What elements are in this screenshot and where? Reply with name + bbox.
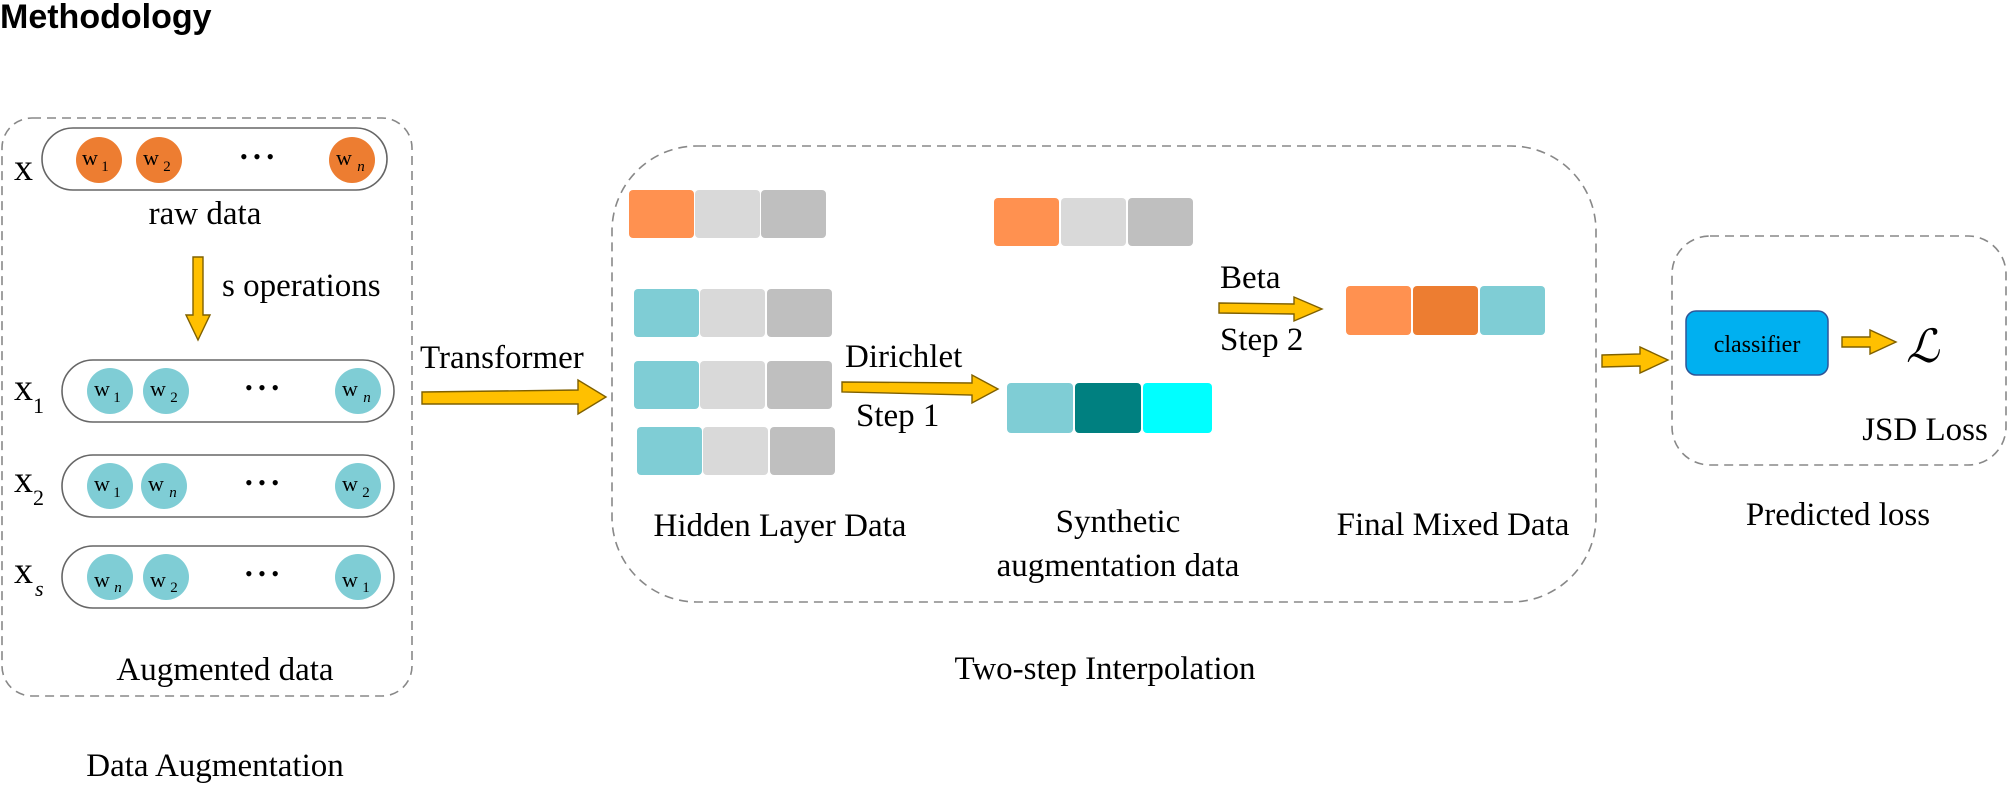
svg-text:2: 2 [163, 159, 171, 175]
svg-text:s: s [35, 576, 44, 601]
classifier-label: classifier [1714, 332, 1801, 358]
synthetic-caption-line1: Synthetic [1056, 504, 1181, 540]
augmented-row-s: x s w n w 2 • • • w 1 [14, 545, 395, 609]
step1-arrow [841, 373, 1000, 405]
final-mixed-caption: Final Mixed Data [1337, 507, 1570, 543]
svg-text:w: w [342, 471, 358, 496]
svg-text:n: n [114, 580, 122, 596]
svg-text:w: w [143, 145, 159, 170]
loss-symbol: ℒ [1906, 321, 1940, 372]
augmented-data-caption: Augmented data [116, 652, 334, 688]
svg-text:1: 1 [33, 393, 44, 418]
raw-sequence-pill [41, 127, 388, 191]
raw-token-n: w n [329, 137, 375, 183]
svg-text:w: w [82, 145, 98, 170]
svg-text:1: 1 [113, 485, 121, 501]
svg-text:1: 1 [113, 390, 121, 406]
dirichlet-label: Dirichlet [845, 339, 962, 375]
raw-token-2: w 2 [136, 137, 182, 183]
step2-label: Step 2 [1220, 322, 1303, 358]
svg-text:w: w [148, 471, 164, 496]
svg-text:w: w [342, 567, 358, 592]
svg-text:w: w [150, 567, 166, 592]
final-mixed-blocks [1346, 286, 1545, 335]
svg-text:w: w [342, 376, 358, 401]
classifier-to-loss-arrow [1841, 328, 1898, 356]
predicted-loss-caption: Predicted loss [1746, 497, 1930, 533]
svg-text:2: 2 [33, 485, 44, 510]
raw-row-label: x [14, 147, 33, 189]
step2-arrow [1218, 295, 1324, 323]
operations-label: s operations [222, 268, 381, 304]
svg-text:n: n [169, 485, 177, 501]
data-augmentation-caption: Data Augmentation [86, 748, 344, 784]
svg-text:2: 2 [170, 580, 178, 596]
svg-text:x: x [14, 459, 33, 501]
augmented-row-1: x 1 w 1 w 2 • • • w n [14, 359, 395, 423]
svg-text:w: w [336, 145, 352, 170]
svg-text:x: x [14, 367, 33, 409]
hidden-layer-blocks [629, 190, 835, 475]
beta-label: Beta [1220, 260, 1281, 296]
page-title: Methodology [0, 0, 212, 36]
synthetic-mixed-blocks [1007, 383, 1212, 433]
raw-data-caption: raw data [149, 196, 262, 232]
synthetic-top-blocks [994, 198, 1193, 246]
svg-text:• • •: • • • [245, 375, 279, 400]
svg-text:n: n [357, 159, 365, 175]
synthetic-caption-line2: augmentation data [997, 548, 1240, 584]
svg-text:x: x [14, 550, 33, 592]
svg-text:w: w [94, 567, 110, 592]
svg-text:n: n [363, 390, 371, 406]
two-step-interpolation-caption: Two-step Interpolation [954, 651, 1255, 687]
svg-text:2: 2 [170, 390, 178, 406]
augmented-row-2: x 2 w 1 w n • • • w 2 [14, 454, 395, 518]
svg-text:1: 1 [101, 159, 109, 175]
predicted-loss-panel [1671, 235, 2007, 466]
svg-text:• • •: • • • [245, 561, 279, 586]
raw-ellipsis: • • • [240, 144, 274, 169]
classifier-box [1685, 310, 1829, 376]
step1-label: Step 1 [856, 398, 939, 434]
svg-text:• • •: • • • [245, 470, 279, 495]
raw-token-1: w 1 [76, 137, 122, 183]
transformer-label: Transformer [420, 340, 584, 376]
operations-arrow [184, 256, 212, 342]
to-loss-arrow [1601, 345, 1670, 375]
transformer-arrow [421, 378, 608, 416]
svg-text:2: 2 [362, 485, 370, 501]
two-step-interpolation-panel [611, 145, 1597, 603]
svg-text:1: 1 [362, 580, 370, 596]
svg-text:w: w [94, 376, 110, 401]
jsd-loss-label: JSD Loss [1862, 412, 1988, 448]
svg-text:w: w [150, 376, 166, 401]
hidden-layer-caption: Hidden Layer Data [654, 508, 907, 544]
svg-text:w: w [94, 471, 110, 496]
